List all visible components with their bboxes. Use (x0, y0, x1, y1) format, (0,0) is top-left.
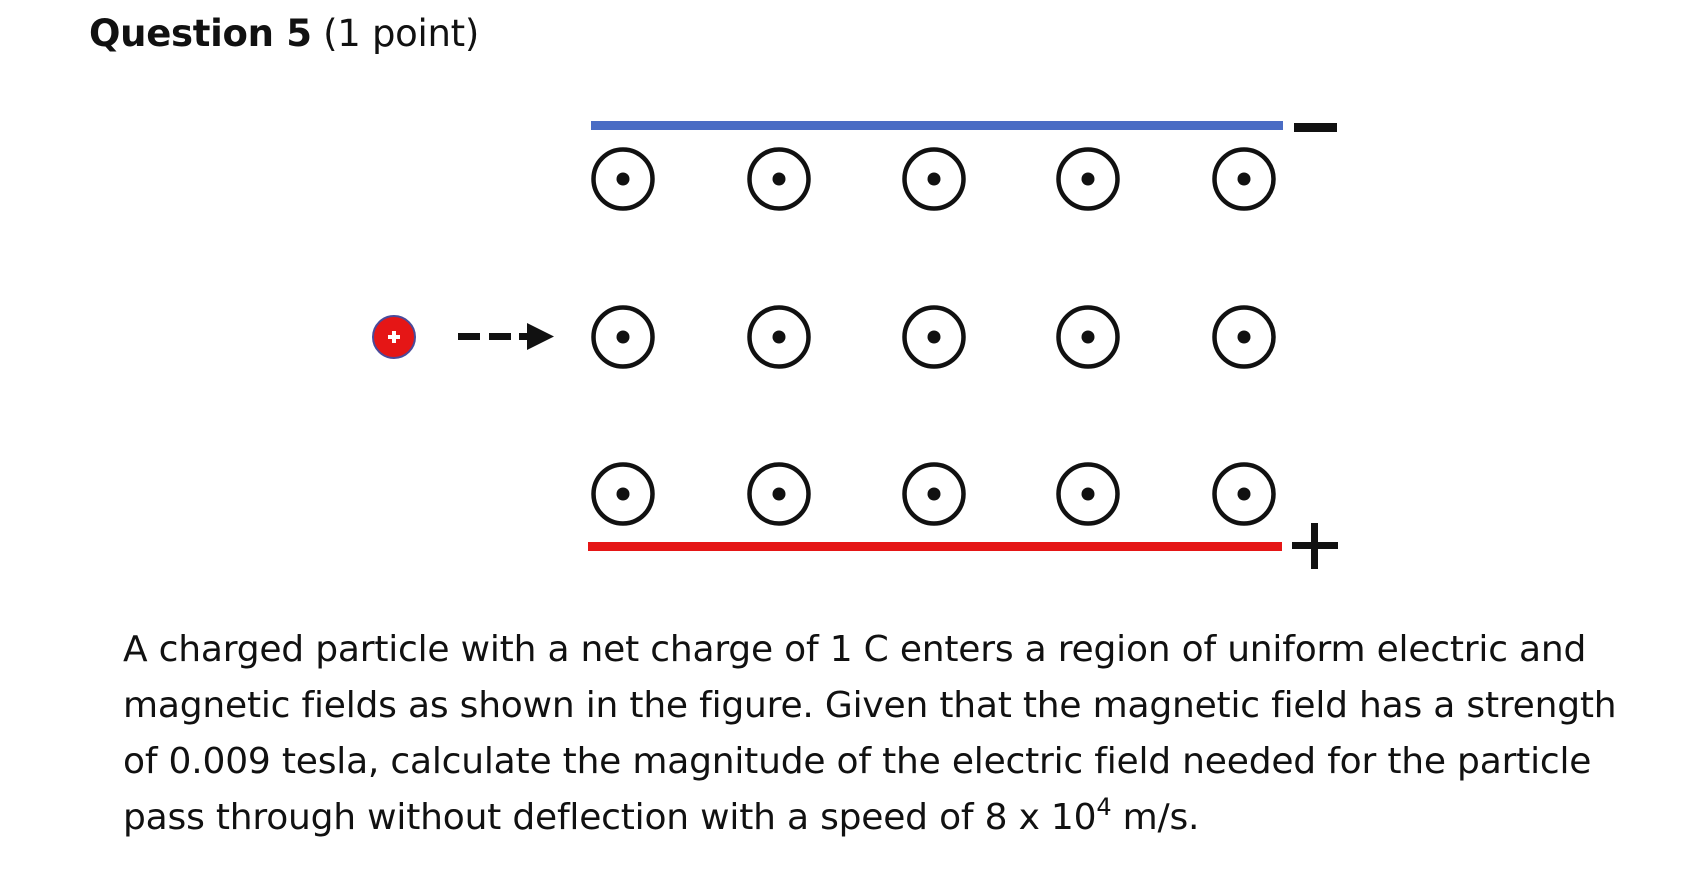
magnetic-field-out-icon (902, 147, 966, 211)
magnetic-field-out-icon (1212, 462, 1276, 526)
magnetic-field-out-icon (902, 462, 966, 526)
question-text-speed: pass through without deflection with a s… (123, 797, 1097, 838)
speed-exponent: 4 (1096, 793, 1112, 821)
question-text-line: of 0.009 tesla, calculate the magnitude … (123, 741, 1592, 782)
question-text-line: magnetic fields as shown in the figure. … (123, 685, 1617, 726)
question-text-line: pass through without deflection with a s… (123, 790, 1583, 846)
magnetic-field-out-icon (591, 147, 655, 211)
magnetic-field-out-icon (1212, 147, 1276, 211)
magnetic-field-out-icon (747, 462, 811, 526)
magnetic-field-out-icon (591, 305, 655, 369)
magnetic-field-out-icon (1056, 305, 1120, 369)
negative-plate (591, 121, 1283, 130)
question-text-line: A charged particle with a net charge of … (123, 629, 1587, 670)
magnetic-field-out-icon (747, 147, 811, 211)
negative-sign-icon (1294, 123, 1337, 132)
question-title: Question 5 (89, 12, 312, 55)
field-diagram (372, 121, 1338, 569)
positive-plate (588, 542, 1282, 551)
magnetic-field-out-icon (1056, 462, 1120, 526)
magnetic-field-out-icon (591, 462, 655, 526)
charged-particle (372, 315, 416, 359)
question-header: Question 5 (1 point) (89, 8, 479, 60)
question-body: A charged particle with a net charge of … (123, 622, 1617, 846)
magnetic-field-out-icon (902, 305, 966, 369)
positive-sign-icon (1292, 523, 1338, 569)
magnetic-field-out-icon (747, 305, 811, 369)
question-points: (1 point) (323, 12, 479, 55)
magnetic-field-grid (591, 147, 1276, 526)
magnetic-field-out-icon (1212, 305, 1276, 369)
particle-direction-arrow-icon (458, 323, 554, 350)
magnetic-field-out-icon (1056, 147, 1120, 211)
question-text-units: m/s. (1111, 797, 1200, 838)
